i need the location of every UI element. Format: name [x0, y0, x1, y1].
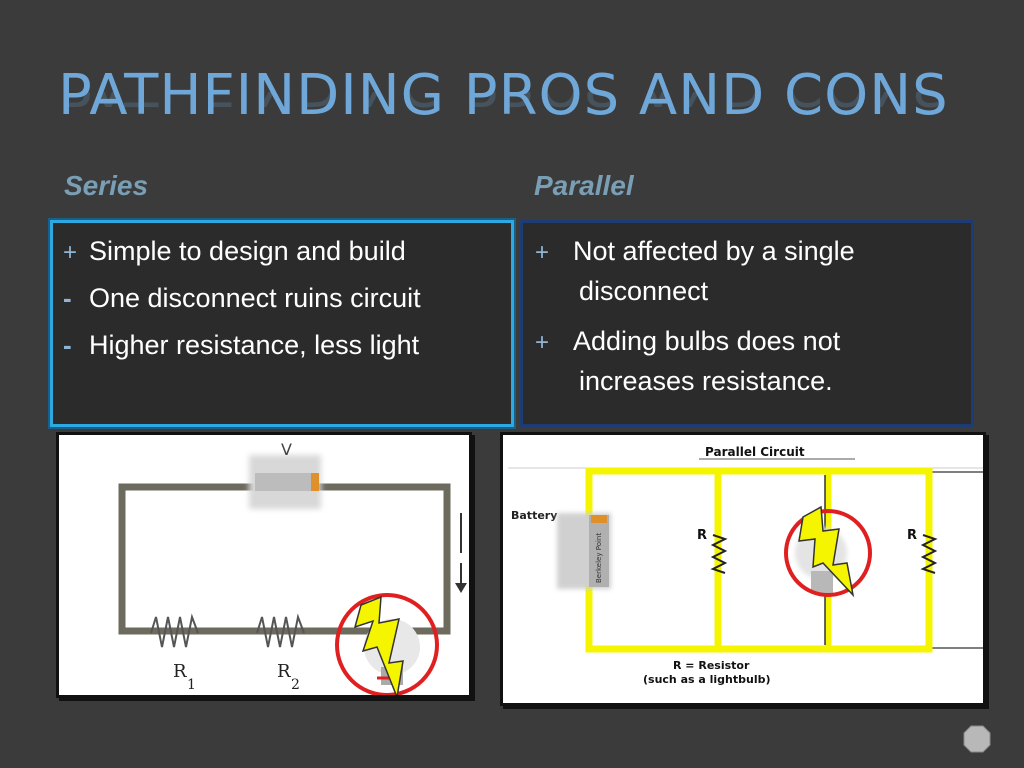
parallel-item-1-cont: disconnect — [579, 276, 709, 306]
legend-line-1: R = Resistor — [673, 659, 750, 672]
series-heading: Series — [64, 170, 149, 201]
lightning-bolt-icon — [798, 505, 855, 598]
series-pros-cons-box: + Simple to design and build -One disconn… — [50, 220, 514, 427]
plus-icon: + — [535, 239, 550, 266]
parallel-diagram-title: Parallel Circuit — [705, 445, 805, 459]
parallel-pros-box: + Not affected by a single disconnect + Ad… — [520, 220, 974, 427]
series-item-1: + Simple to design and build — [63, 231, 406, 273]
nav-octagon-icon[interactable] — [963, 725, 991, 753]
battery-icon — [249, 455, 321, 509]
series-item-text: Simple to design and build — [89, 236, 406, 266]
plus-icon: + — [535, 329, 550, 356]
series-item-2: -One disconnect ruins circuit — [63, 278, 421, 318]
yellow-circuit-highlight — [585, 467, 933, 653]
parallel-item-text: Not affected by a single — [573, 236, 855, 266]
plus-icon: + — [63, 239, 78, 266]
parallel-item-text: Adding bulbs does not — [573, 326, 841, 356]
parallel-item-2: + Adding bulbs does not — [535, 321, 840, 363]
slide-title-reflection: PATHFINDING PROS AND CONS — [58, 92, 949, 118]
resistor-right-icon — [920, 534, 938, 574]
series-circuit-svg: V R 1 R 2 — [118, 440, 467, 695]
battery-label: Battery — [511, 509, 557, 522]
series-circuit-diagram: V R 1 R 2 — [56, 432, 472, 698]
resistor-r2-icon — [256, 613, 305, 648]
battery-icon — [557, 513, 611, 589]
resistor-left-label: R — [697, 528, 707, 543]
battery-brand: Berkeley Point — [595, 533, 603, 583]
resistor-r1-icon — [150, 613, 199, 648]
lightning-bolt-icon — [353, 595, 404, 695]
resistor-left-icon — [710, 534, 728, 574]
series-item-3: -Higher resistance, less light — [63, 325, 419, 365]
arrow-mark: V — [281, 440, 292, 459]
resistor-right-label: R — [907, 528, 917, 543]
minus-icon: - — [63, 283, 72, 313]
title-area: PATHFINDING PROS AND CONS PATHFINDING PR… — [58, 62, 958, 152]
current-arrow-icon — [455, 513, 467, 593]
minus-icon: - — [63, 330, 72, 360]
broken-circle-icon — [784, 509, 872, 597]
series-item-text: One disconnect ruins circuit — [89, 283, 421, 313]
r1-label: R — [173, 661, 187, 682]
r2-label: R — [277, 661, 291, 682]
parallel-item-2-cont: increases resistance. — [579, 366, 833, 396]
broken-circle-icon — [335, 593, 439, 695]
parallel-heading: Parallel — [534, 170, 634, 201]
parallel-circuit-diagram: Parallel Circuit Battery Berkeley Point … — [500, 432, 986, 706]
r1-subscript: 1 — [187, 677, 196, 693]
legend-line-2: (such as a lightbulb) — [643, 673, 771, 686]
r2-subscript: 2 — [291, 677, 300, 693]
parallel-item-1: + Not affected by a single — [535, 231, 855, 273]
slide-title: PATHFINDING PROS AND CONS — [58, 63, 949, 128]
series-item-text: Higher resistance, less light — [89, 330, 420, 360]
parallel-circuit-svg: Parallel Circuit Battery Berkeley Point … — [508, 445, 983, 686]
